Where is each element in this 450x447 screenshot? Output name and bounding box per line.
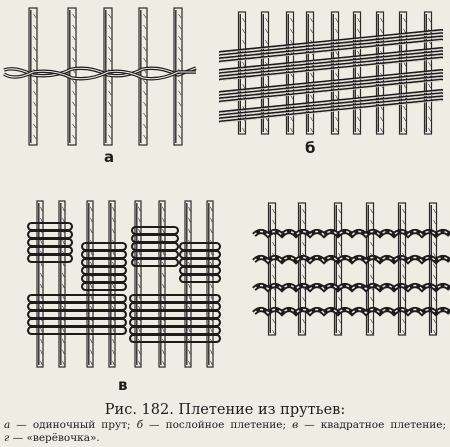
rod (267, 202, 277, 336)
weaver-loop (130, 257, 180, 268)
rod (330, 11, 340, 135)
weaver-edge (219, 93, 443, 117)
rod (397, 202, 407, 336)
rod (58, 200, 66, 368)
rope-twist (253, 284, 450, 290)
legend-item-g: г — «верёвочка». (4, 432, 100, 444)
figure-legend: а — одиночный прут; б — послойное плетен… (4, 419, 446, 445)
rope-twist (253, 256, 450, 262)
weaver-loop (26, 253, 74, 264)
weaver-loop (178, 273, 222, 284)
weaver-edge (219, 90, 443, 114)
panel-g-ropes (252, 228, 450, 317)
rod (158, 200, 166, 368)
panel-b-drawing (218, 11, 444, 135)
weaver-strand (218, 95, 444, 120)
panel-b-label: б (305, 139, 316, 157)
figure-caption: Рис. 182. Плетение из прутьев: (104, 402, 346, 418)
weaver-strand (218, 78, 444, 103)
legend-item-a: а — одиночный прут; (4, 419, 137, 431)
weaver-edge (219, 48, 443, 72)
weaver-strand (218, 50, 444, 75)
panel-v-loops (26, 221, 222, 344)
weaver-edge (219, 96, 443, 120)
weaver-loop (80, 281, 128, 292)
weaver-strand (218, 46, 444, 72)
weaver-edge (219, 54, 443, 78)
panel-v-label: в (118, 376, 128, 394)
weaver-edge (219, 51, 443, 75)
weaver-edge (219, 40, 443, 63)
weaver-edge (219, 33, 443, 57)
weaver-strand (218, 35, 444, 60)
weaver-edge (219, 58, 443, 81)
panel-g (250, 195, 450, 345)
panel-b (210, 0, 450, 140)
weaver-strand (218, 98, 444, 123)
weaver-edge (219, 70, 443, 94)
weaver-edge (219, 73, 443, 97)
panel-a (0, 0, 200, 160)
weaver-highlight (3, 70, 196, 80)
weaver-strand (218, 56, 444, 81)
panel-a-drawing (3, 7, 197, 146)
panel-a-label: а (104, 148, 115, 166)
rod (305, 11, 315, 135)
weaver-strand (218, 88, 444, 114)
rope-twist (253, 230, 450, 236)
weaver-strand (218, 68, 444, 94)
rope-twist (253, 308, 450, 314)
weaver-strand (218, 92, 444, 117)
weaver-strand (218, 28, 444, 54)
rod (365, 202, 375, 336)
weaver-edge (219, 30, 443, 54)
weaver-strand (218, 32, 444, 57)
legend-item-b: б — послойное плетение; (136, 419, 293, 431)
weaver-strand (218, 75, 444, 100)
weaver-edge (219, 36, 443, 60)
weaver-loop (26, 325, 128, 336)
weaver-edge (219, 80, 443, 103)
weaver-edge (219, 100, 443, 123)
panel-a-weaver (3, 66, 197, 81)
weaver-strand (218, 53, 444, 78)
panel-g-drawing (252, 202, 450, 336)
weaver-loop (128, 333, 222, 344)
panel-v (20, 195, 260, 375)
panel-b-weavers (218, 28, 444, 123)
rod (36, 200, 44, 368)
rod (375, 11, 385, 135)
weaver-edge (219, 76, 443, 100)
rod (297, 202, 307, 336)
weaver-strand (218, 38, 444, 63)
rod (352, 11, 362, 135)
panel-v-drawing (26, 200, 222, 368)
rod (184, 200, 192, 368)
rod (206, 200, 214, 368)
weaver-strand (218, 72, 444, 97)
legend-item-v: в — квадратное плетение; (292, 419, 446, 431)
